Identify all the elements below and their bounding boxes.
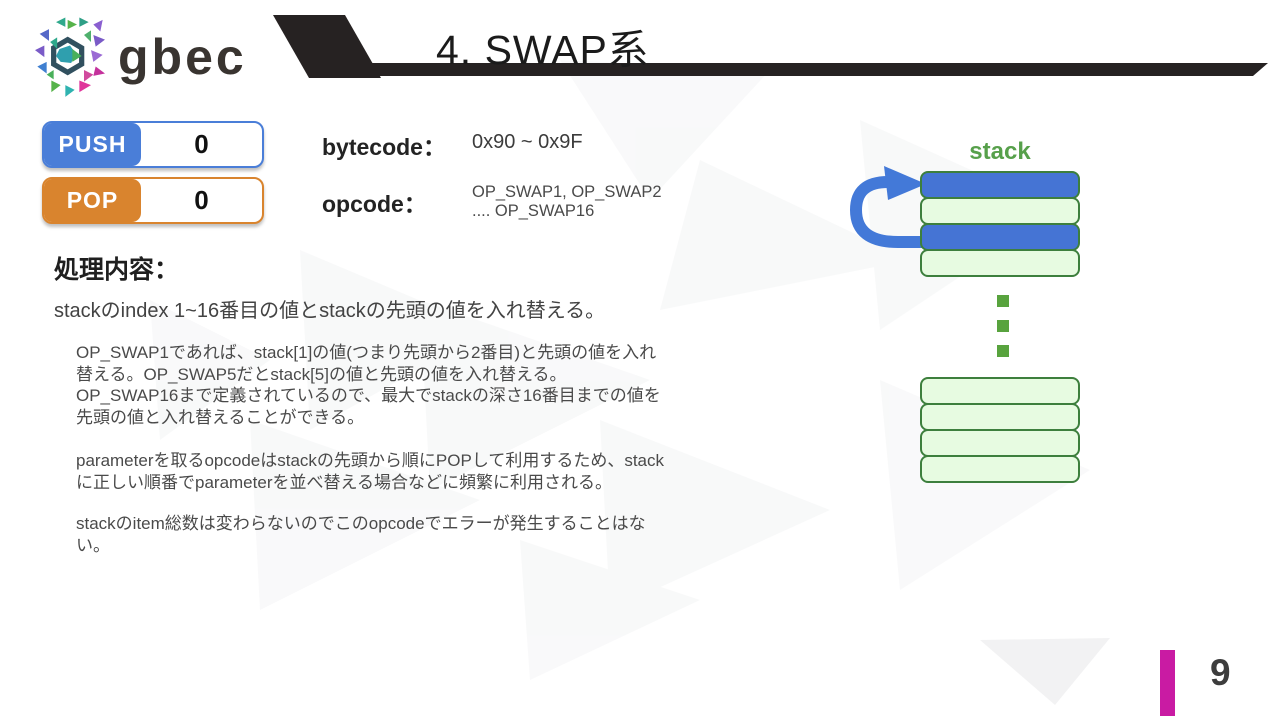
- ellipsis-dot: [997, 295, 1009, 307]
- paragraph-parameter-usage: parameterを取るopcodeはstackの先頭から順にPOPして利用する…: [76, 450, 664, 493]
- stack-cell-green: [920, 197, 1080, 225]
- stack-cell-green: [920, 455, 1080, 483]
- push-counter: PUSH 0: [42, 121, 264, 168]
- push-value: 0: [194, 129, 209, 159]
- content-lead: stackのindex 1~16番目の値とstackの先頭の値を入れ替える。: [54, 300, 606, 322]
- stack-ellipsis-dots: [997, 295, 1009, 370]
- stack-bottom-group: [920, 377, 1080, 483]
- paragraph-swap-detail: OP_SWAP1であれば、stack[1]の値(つまり先頭から2番目)と先頭の値…: [76, 342, 661, 428]
- stack-cell-green: [920, 249, 1080, 277]
- gbec-logo: gbec: [32, 14, 247, 98]
- content-heading: 処理内容：: [54, 256, 180, 284]
- gbec-logo-text: gbec: [118, 29, 247, 85]
- paragraph-no-error: stackのitem総数は変わらないのでこのopcodeでエラーが発生することは…: [76, 513, 646, 556]
- stack-top-group: [920, 171, 1080, 277]
- bytecode-value: 0x90 ~ 0x9F: [472, 131, 583, 153]
- pop-counter: POP 0: [42, 177, 264, 224]
- opcode-label: opcode：: [322, 191, 427, 217]
- stack-cell-green: [920, 429, 1080, 457]
- paragraph-line: に正しい順番でparameterを並べ替える場合などに頻繁に利用される。: [76, 472, 612, 492]
- bytecode-label: bytecode：: [322, 134, 446, 160]
- opcode-value-line2: .... OP_SWAP16: [472, 202, 595, 220]
- page-number: 9: [1210, 652, 1231, 693]
- opcode-value-line1: OP_SWAP1, OP_SWAP2: [472, 183, 662, 201]
- stack-diagram-label: stack: [969, 138, 1031, 165]
- swap-arrow-icon: [849, 166, 928, 248]
- footer-accent-bar: [1160, 650, 1175, 716]
- paragraph-line: 先頭の値と入れ替えることができる。: [76, 407, 365, 427]
- push-label: PUSH: [44, 123, 141, 166]
- paragraph-line: stackのitem総数は変わらないのでこのopcodeでエラーが発生することは…: [76, 514, 646, 533]
- ellipsis-dot: [997, 320, 1009, 332]
- paragraph-line: い。: [76, 535, 110, 555]
- stack-cell-blue: [920, 171, 1080, 199]
- opcode-value: OP_SWAP1, OP_SWAP2 .... OP_SWAP16: [472, 183, 662, 221]
- paragraph-line: 替える。OP_SWAP5だとstack[5]の値と先頭の値を入れ替える。: [76, 364, 567, 384]
- pop-value: 0: [194, 185, 209, 215]
- stack-cell-blue: [920, 223, 1080, 251]
- page-title: 4. SWAP系: [436, 27, 650, 73]
- paragraph-line: OP_SWAP1であれば、stack[1]の値(つまり先頭から2番目)と先頭の値…: [76, 343, 657, 362]
- ellipsis-dot: [997, 345, 1009, 357]
- paragraph-line: OP_SWAP16まで定義されているので、最大でstackの深さ16番目までの値…: [76, 386, 661, 405]
- title-banner: [273, 15, 1268, 78]
- pop-label: POP: [44, 179, 141, 222]
- stack-cell-green: [920, 403, 1080, 431]
- gbec-logo-icon: [35, 17, 105, 97]
- stack-cell-green: [920, 377, 1080, 405]
- paragraph-line: parameterを取るopcodeはstackの先頭から順にPOPして利用する…: [76, 451, 664, 470]
